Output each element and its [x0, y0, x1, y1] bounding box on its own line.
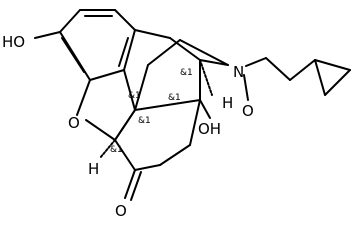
- atom-label-n-oxide-oxygen: O: [242, 102, 254, 120]
- atom-label-hydrogen-left: H: [88, 160, 99, 178]
- stereo-label: &1: [128, 91, 141, 101]
- bond-lines: [34, 9, 351, 201]
- atom-label-ketone-oxygen: O: [115, 202, 127, 220]
- atom-label-nitrogen: N: [233, 63, 244, 81]
- atom-label-hydrogen-right: H: [222, 94, 233, 112]
- atom-labels: HO OH O N O O H H: [2, 33, 254, 220]
- atom-label-oh: OH: [198, 120, 221, 138]
- atom-label-ring-oxygen: O: [68, 114, 80, 132]
- stereo-labels: &1 &1 &1 &1 &1: [110, 68, 193, 155]
- stereo-label: &1: [168, 93, 181, 103]
- stereo-label: &1: [180, 68, 193, 78]
- stereo-label: &1: [138, 116, 151, 126]
- molecular-structure-diagram: HO OH O N O O H H &1 &1 &1 &1 &1: [2, 9, 351, 220]
- stereo-label: &1: [110, 145, 123, 155]
- atom-label-ho: HO: [2, 33, 25, 51]
